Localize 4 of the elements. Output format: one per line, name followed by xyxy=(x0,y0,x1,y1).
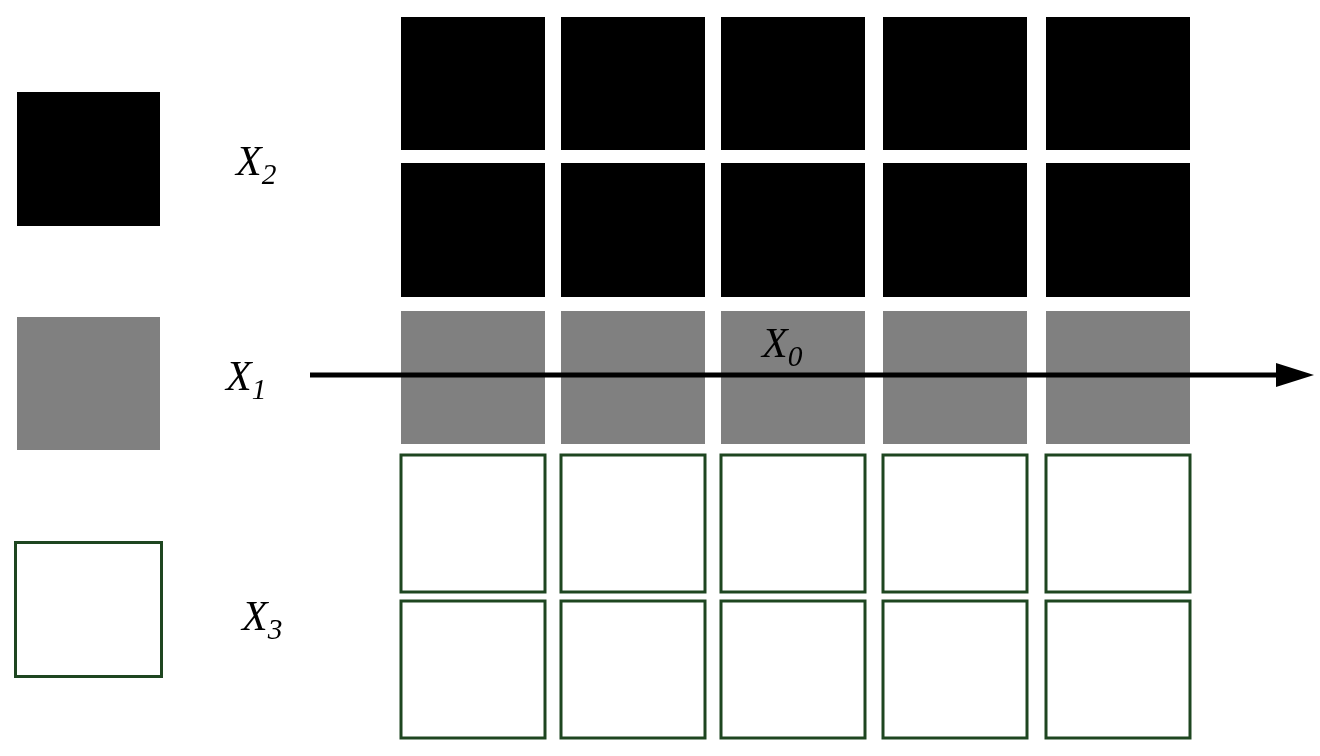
legend-label: X$_{3}$ xyxy=(242,595,283,645)
legend-label: X$_{1}$ xyxy=(226,355,267,405)
legend-label: X$_{2}$ xyxy=(236,140,277,190)
arrow-label: X$_{0}$ xyxy=(762,322,803,372)
